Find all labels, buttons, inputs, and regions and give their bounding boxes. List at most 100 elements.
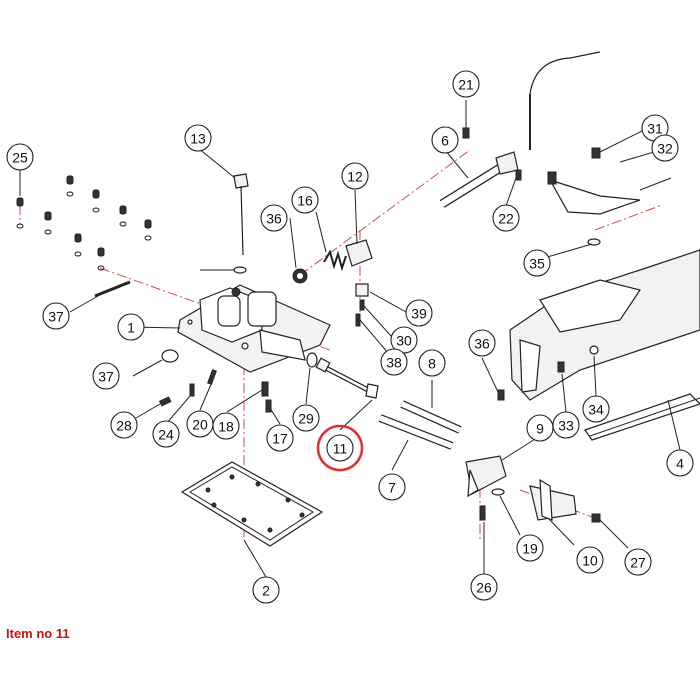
- callout-number: 11: [333, 441, 348, 457]
- callout-number: 21: [458, 77, 474, 93]
- callout-2: 2: [252, 576, 280, 604]
- callout-11: 11: [326, 434, 354, 462]
- callout-number: 39: [411, 306, 427, 322]
- callout-number: 36: [266, 211, 282, 227]
- callout-4: 4: [666, 449, 694, 477]
- callout-circle: [523, 249, 551, 277]
- callout-circle: [582, 395, 610, 423]
- callout-13: 13: [184, 124, 212, 152]
- callout-number: 27: [630, 555, 646, 571]
- callout-37: 37: [42, 302, 70, 330]
- callout-number: 2: [262, 583, 270, 599]
- callout-37: 37: [92, 362, 120, 390]
- callout-number: 33: [558, 418, 574, 434]
- gasket-2: [180, 461, 324, 547]
- callout-19: 19: [516, 534, 544, 562]
- callout-17: 17: [266, 424, 294, 452]
- callout-39: 39: [405, 299, 433, 327]
- callout-number: 7: [388, 480, 396, 496]
- screw-33-top: [547, 171, 557, 185]
- callout-circle: [452, 70, 480, 98]
- callout-circle: [666, 449, 694, 477]
- screw-39: [355, 313, 361, 327]
- callout-9: 9: [526, 414, 554, 442]
- callout-circle: [266, 424, 294, 452]
- callout-number: 28: [116, 418, 132, 434]
- lever-12: [345, 239, 373, 267]
- callout-circle: [110, 411, 138, 439]
- dipstick-13: [233, 173, 249, 256]
- pin-38: [94, 280, 131, 298]
- bolt-set-25: [16, 175, 152, 271]
- callout-number: 34: [588, 402, 604, 418]
- callout-number: 30: [396, 333, 412, 349]
- callout-26: 26: [470, 573, 498, 601]
- callout-36: 36: [260, 204, 288, 232]
- callout-number: 38: [386, 355, 402, 371]
- callout-circle: [431, 126, 459, 154]
- callout-circle: [492, 204, 520, 232]
- callout-circle: [42, 302, 70, 330]
- callout-31: 31: [641, 114, 669, 142]
- callout-36: 36: [468, 329, 496, 357]
- callout-number: 22: [498, 211, 514, 227]
- callout-number: 26: [476, 580, 492, 596]
- callout-circle: [380, 348, 408, 376]
- callout-number: 18: [218, 419, 234, 435]
- callout-number: 19: [522, 541, 538, 557]
- callout-number: 20: [192, 417, 208, 433]
- callout-circle: [470, 573, 498, 601]
- callout-number: 13: [190, 131, 206, 147]
- callout-12: 12: [341, 162, 369, 190]
- callout-8: 8: [418, 349, 446, 377]
- callout-27: 27: [624, 548, 652, 576]
- callout-25: 25: [6, 143, 34, 171]
- highlight-ring-11: [316, 424, 364, 472]
- callout-34: 34: [582, 395, 610, 423]
- callout-number: 35: [529, 256, 545, 272]
- spring-16: [323, 249, 347, 272]
- callout-number: 25: [12, 150, 28, 166]
- callout-33: 33: [552, 411, 580, 439]
- bolt-21: [462, 127, 470, 139]
- callout-circle: [516, 534, 544, 562]
- callout-circle: [418, 349, 446, 377]
- washer-27: [233, 266, 247, 274]
- callout-number: 37: [98, 369, 114, 385]
- pin-31: [359, 299, 365, 311]
- callout-circle: [468, 329, 496, 357]
- callout-number: 17: [272, 431, 288, 447]
- fork-10: [529, 478, 577, 521]
- washer-19: [491, 488, 505, 496]
- callout-circle: [184, 124, 212, 152]
- bolt-36: [497, 389, 505, 401]
- screw-32: [591, 147, 601, 159]
- callout-circle: [405, 299, 433, 327]
- callout-number: 16: [297, 193, 313, 209]
- seal-37-lower: [161, 349, 179, 363]
- callout-number: 24: [158, 427, 174, 443]
- item-caption: Item no 11: [6, 626, 70, 641]
- pin-24: [189, 383, 195, 397]
- callout-circle: [152, 420, 180, 448]
- block-40: [355, 283, 369, 297]
- callout-circle: [552, 411, 580, 439]
- callout-number: 36: [474, 336, 490, 352]
- callout-30: 30: [390, 326, 418, 354]
- callout-number: 4: [676, 456, 684, 472]
- callout-circle: [326, 434, 354, 462]
- cover-assembly: [509, 51, 700, 401]
- callout-number: 37: [48, 309, 64, 325]
- callout-number: 29: [298, 411, 314, 427]
- screw-29: [158, 396, 172, 407]
- grommet-36: [587, 238, 601, 246]
- rod-11: [315, 357, 379, 399]
- screw-22: [515, 169, 522, 181]
- callout-1: 1: [117, 313, 145, 341]
- callout-circle: [117, 313, 145, 341]
- callout-circle: [6, 143, 34, 171]
- bolt-26: [479, 505, 486, 521]
- callout-28: 28: [110, 411, 138, 439]
- fork-9: [465, 455, 507, 498]
- callout-circle: [341, 162, 369, 190]
